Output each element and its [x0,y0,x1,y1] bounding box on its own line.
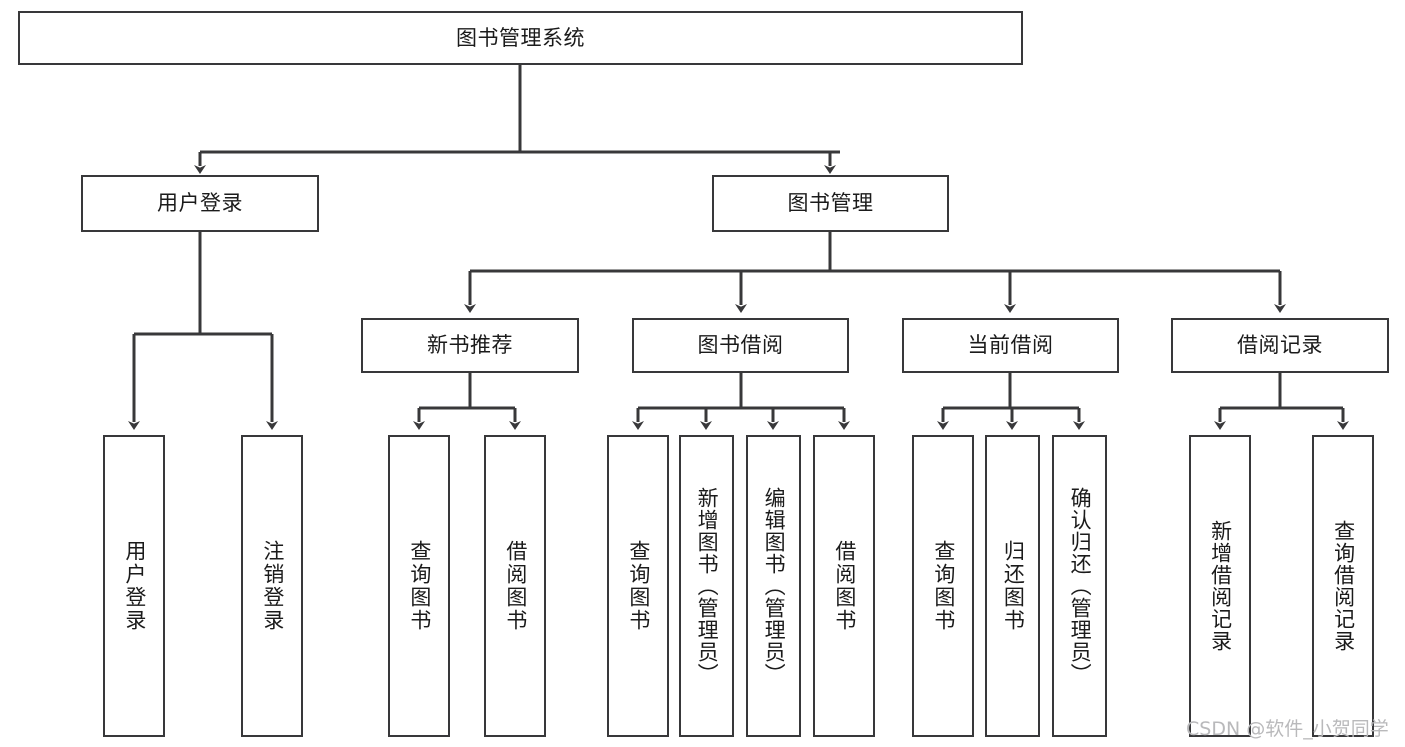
node-label: 图书借阅 [697,333,784,358]
node-borrow-records[interactable]: 借阅记录 [1171,318,1389,373]
node-label: 借阅图书 [832,540,857,632]
node-current-borrow[interactable]: 当前借阅 [902,318,1119,373]
node-label: 图书管理 [787,191,874,216]
node-label: 查询图书 [626,540,651,632]
node-leaf-query-book-1[interactable]: 查询图书 [388,435,450,737]
node-label: 新增图书（管理员） [695,487,720,685]
node-label: 新书推荐 [427,333,513,358]
node-leaf-borrow-book-2[interactable]: 借阅图书 [813,435,875,737]
node-label: 查询图书 [931,540,956,632]
node-label: 编辑图书（管理员） [762,487,787,685]
node-label: 注销登录 [260,540,285,632]
node-new-book-recommend[interactable]: 新书推荐 [361,318,579,373]
node-leaf-add-borrow-record[interactable]: 新增借阅记录 [1189,435,1251,737]
node-leaf-user-login[interactable]: 用户登录 [103,435,165,737]
node-label: 用户登录 [122,540,147,632]
node-leaf-return-book[interactable]: 归还图书 [985,435,1040,737]
node-leaf-confirm-return-admin[interactable]: 确认归还（管理员） [1052,435,1107,737]
node-leaf-add-book-admin[interactable]: 新增图书（管理员） [679,435,734,737]
node-book-borrow[interactable]: 图书借阅 [632,318,849,373]
node-book-management[interactable]: 图书管理 [712,175,949,232]
node-label: 图书管理系统 [456,25,585,50]
node-label: 确认归还（管理员） [1068,487,1093,685]
node-leaf-edit-book-admin[interactable]: 编辑图书（管理员） [746,435,801,737]
csdn-watermark: CSDN @软件_小贺同学 [1186,718,1389,740]
node-label: 查询借阅记录 [1331,520,1356,652]
node-leaf-query-book-2[interactable]: 查询图书 [607,435,669,737]
node-root[interactable]: 图书管理系统 [18,11,1023,65]
node-label: 当前借阅 [967,333,1054,358]
node-leaf-user-logout[interactable]: 注销登录 [241,435,303,737]
node-label: 用户登录 [157,191,243,216]
node-label: 借阅记录 [1237,333,1323,358]
node-label: 归还图书 [1001,540,1026,632]
node-label: 新增借阅记录 [1208,520,1233,652]
node-user-login[interactable]: 用户登录 [81,175,319,232]
node-leaf-query-borrow-record[interactable]: 查询借阅记录 [1312,435,1374,737]
node-label: 借阅图书 [503,540,528,632]
node-label: 查询图书 [407,540,432,632]
node-leaf-borrow-book-1[interactable]: 借阅图书 [484,435,546,737]
node-leaf-query-book-3[interactable]: 查询图书 [912,435,974,737]
